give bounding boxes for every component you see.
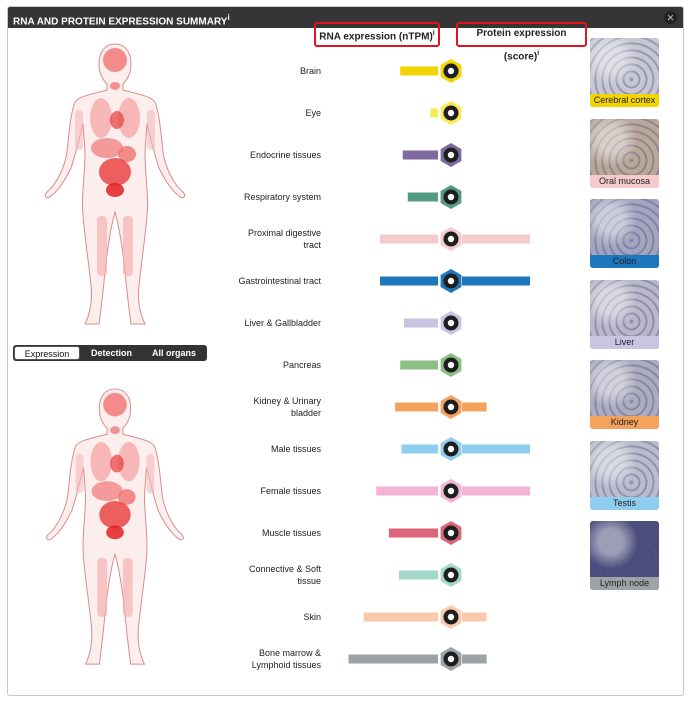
rna-bar[interactable] [376,486,438,496]
tissue-label-line: Connective & Soft [248,564,321,574]
tissue-label[interactable]: Respiratory system [207,191,321,203]
tissue-label[interactable]: Bone marrow & Lymphoid tissues [207,647,321,671]
tissue-label-line: Brain [299,66,321,76]
rna-bar[interactable] [380,276,438,286]
protein-bar[interactable] [462,444,531,454]
tissue-label-line: tissue [297,576,321,586]
tissue-label[interactable]: Kidney & Urinary bladder [207,395,321,419]
tissue-label[interactable]: Brain [207,65,321,77]
tissue-label-line: Male tissues [270,444,321,454]
muscle-icon[interactable] [440,521,462,545]
thumbnail-caption: Colon [590,255,659,268]
view-tabs: Expression Detection All organs [13,345,207,361]
rna-bar[interactable] [402,150,438,160]
protein-bar[interactable] [462,612,487,622]
tissue-label-line: Skin [303,612,321,622]
rna-bar[interactable] [401,444,438,454]
tissue-thumbnail[interactable]: Colon [590,199,659,268]
tissue-label[interactable]: Endocrine tissues [207,149,321,161]
tissue-label[interactable]: Female tissues [207,485,321,497]
tissue-label-line: Muscle tissues [261,528,321,538]
tissue-label[interactable]: Skin [207,611,321,623]
body-figure-upper [44,43,186,325]
tissue-label-line: Respiratory system [243,192,321,202]
rna-expression-header[interactable]: RNA expression (nTPM)i [314,22,440,47]
tissue-label-line: Liver & Gallbladder [244,318,321,328]
thumbnail-caption: Lymph node [590,577,659,590]
protein-bar[interactable] [462,654,487,664]
tissue-label[interactable]: Pancreas [207,359,321,371]
tissue-label[interactable]: Eye [207,107,321,119]
thyroid-icon[interactable] [440,143,462,167]
rna-bar[interactable] [403,318,438,328]
male-icon[interactable] [440,437,462,461]
stomach-icon[interactable] [440,269,462,293]
tissue-label[interactable]: Connective & Soft tissue [207,563,321,587]
thumbnail-caption: Testis [590,496,659,510]
tissue-thumbnail[interactable]: Liver [590,279,659,349]
tissue-label[interactable]: Male tissues [207,443,321,455]
tissue-thumbnail[interactable]: Lymph node [590,521,659,590]
tissue-label-line: Lymphoid tissues [251,660,321,670]
female-icon[interactable] [440,479,462,503]
rna-bar[interactable] [430,108,438,118]
protein-bar[interactable] [462,276,531,286]
kidney-icon[interactable] [440,395,462,419]
thumbnail-caption: Cerebral cortex [590,94,659,107]
thumbnail-caption: Oral mucosa [590,174,659,188]
rna-bar[interactable] [395,402,438,412]
liver-icon[interactable] [440,311,462,335]
protein-bar[interactable] [462,234,531,244]
tissue-label[interactable]: Proximal digestive tract [207,227,321,251]
tissue-label-line: bladder [290,408,321,418]
tissue-label-line: Pancreas [282,360,321,370]
brain-icon[interactable] [440,59,462,83]
tissue-thumbnail[interactable]: Oral mucosa [590,118,659,188]
tissue-label-line: Bone marrow & [258,648,321,658]
protein-bar[interactable] [462,486,531,496]
lymphoid-icon[interactable] [440,647,462,671]
body-figure-lower [46,388,184,665]
tab-expression[interactable]: Expression [14,346,80,360]
eye-icon[interactable] [440,101,462,125]
lungs-icon[interactable] [440,185,462,209]
thumbnail-caption: Kidney [590,416,659,429]
connective-icon[interactable] [440,563,462,587]
tissue-thumbnail[interactable]: Cerebral cortex [590,38,659,107]
tissue-label-line: Endocrine tissues [249,150,321,160]
tissue-label-line: Gastrointestinal tract [238,276,321,286]
rna-bar[interactable] [400,360,438,370]
tissue-label[interactable]: Muscle tissues [207,527,321,539]
rna-bar[interactable] [348,654,438,664]
tissue-label[interactable]: Liver & Gallbladder [207,317,321,329]
pancreas-icon[interactable] [440,353,462,377]
tab-detection[interactable]: Detection [90,348,132,358]
rna-bar[interactable] [407,192,438,202]
rna-bar[interactable] [398,570,438,580]
tissue-thumbnail[interactable]: Testis [590,440,659,510]
panel-title: RNA AND PROTEIN EXPRESSION SUMMARYi [13,13,230,28]
mouth-icon[interactable] [440,227,462,251]
close-icon[interactable] [664,11,677,24]
tissue-label-line: Kidney & Urinary [253,396,321,406]
tissue-label-line: Eye [305,108,321,118]
tissue-label-line: Female tissues [260,486,321,496]
tab-all-organs[interactable]: All organs [151,348,196,358]
rna-bar[interactable] [388,528,438,538]
protein-bar[interactable] [462,402,487,412]
tissue-label[interactable]: Gastrointestinal tract [207,275,321,287]
thumbnail-caption: Liver [590,335,659,349]
rna-bar[interactable] [400,66,438,76]
rna-bar[interactable] [363,612,438,622]
tissue-label-line: Proximal digestive [247,228,321,238]
skin-icon[interactable] [440,605,462,629]
rna-bar[interactable] [380,234,438,244]
protein-expression-header[interactable]: Protein expression (score)i [456,22,587,62]
title-info-icon[interactable]: i [227,13,230,22]
tissue-label-line: tract [303,240,321,250]
rna-info-icon[interactable]: i [432,30,435,37]
protein-info-icon[interactable]: i [537,50,540,57]
tissue-thumbnail[interactable]: Kidney [590,360,659,429]
